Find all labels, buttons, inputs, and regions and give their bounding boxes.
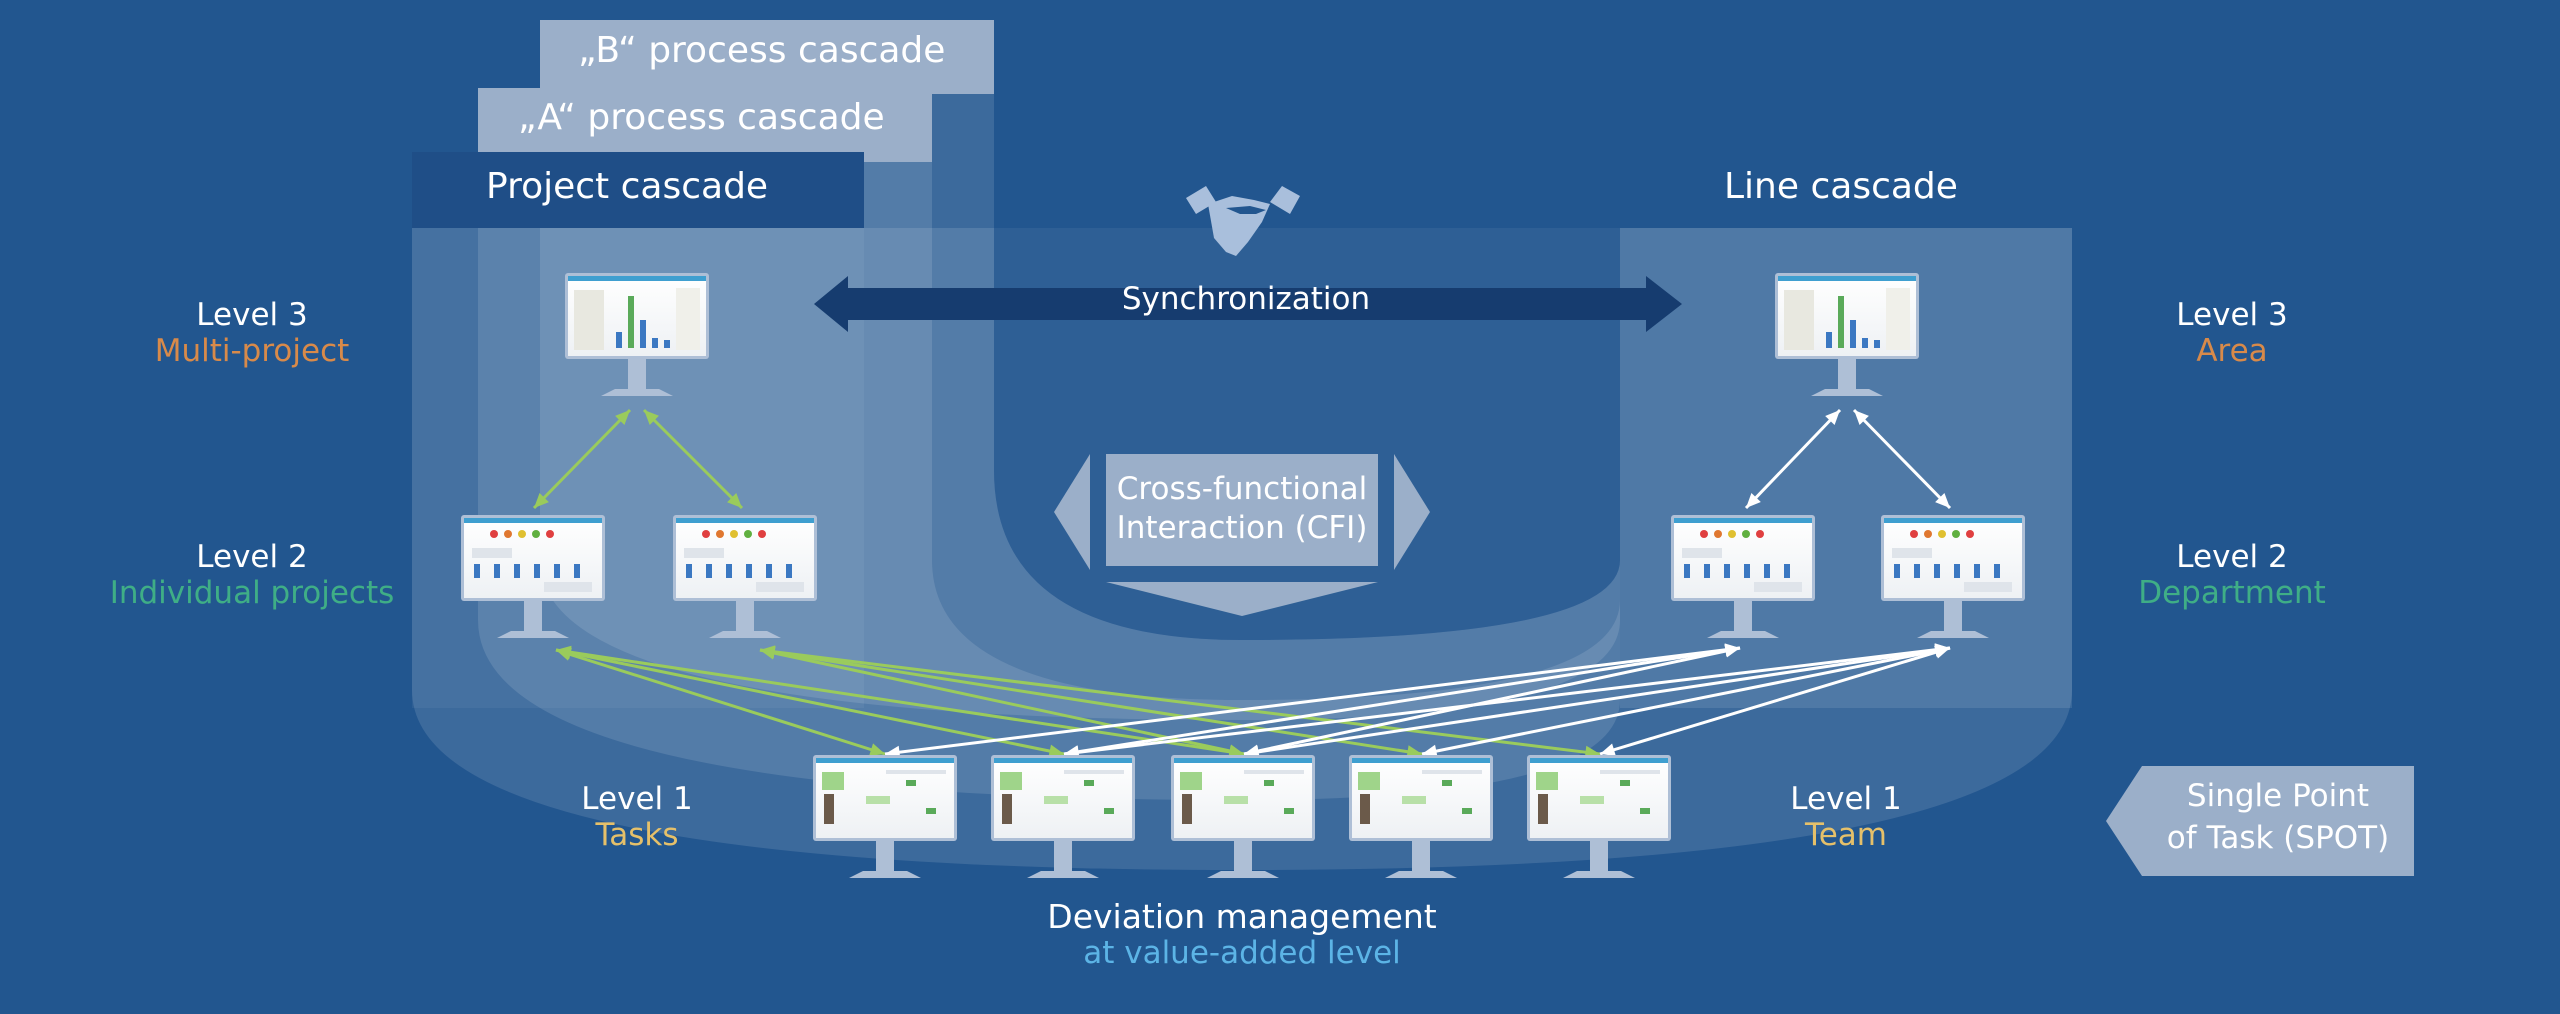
a-process-tab (478, 88, 932, 162)
handshake-icon (1186, 186, 1300, 256)
left-level-3-title: Level 3 (196, 297, 308, 333)
connector-lines (532, 408, 1952, 759)
monitor-icon (461, 515, 605, 638)
left-level-1-title: Level 1 (581, 781, 693, 817)
left-level-2-title: Level 2 (196, 539, 308, 575)
right-level-2-title: Level 2 (2176, 539, 2288, 575)
right-level-2-label: Department (2138, 574, 2326, 611)
monitor-icon (813, 755, 957, 878)
left-level-1-label: Tasks (595, 816, 679, 853)
monitor-icon (991, 755, 1135, 878)
deviation-title: Deviation management (1047, 897, 1437, 936)
deviation-subtitle: at value-added level (1083, 934, 1401, 971)
a-process-cascade-shape (478, 160, 1620, 800)
left-level-2-label: Individual projects (109, 574, 395, 611)
left-level-2: Level 2 Individual projects (109, 539, 395, 611)
synchronization-arrow (814, 276, 1682, 332)
right-level-3-label: Area (2196, 332, 2268, 369)
right-level-3: Level 3 Area (2176, 297, 2288, 369)
spot-box (2106, 766, 2414, 876)
monitor-icon (1171, 755, 1315, 878)
a-process-cascade-label: „A“ process cascade (518, 97, 885, 138)
monitor-icon (1527, 755, 1671, 878)
b-process-cascade-label: „B“ process cascade (578, 30, 946, 71)
project-l3-l2a-connector (532, 408, 632, 510)
right-level-1-title: Level 1 (1790, 781, 1902, 817)
line-l2-task-connector-1-4 (1599, 645, 1951, 757)
monitor-icon (1671, 515, 1815, 638)
left-level-3-label: Multi-project (154, 332, 350, 369)
cfi-label: Cross-functional Interaction (CFI) (1117, 470, 1368, 549)
monitor-icon (1881, 515, 2025, 638)
line-l2b-connector (1852, 408, 1952, 510)
right-level-1-label: Team (1805, 816, 1887, 853)
right-level-2: Level 2 Department (2138, 539, 2326, 611)
project-l3-l2b-connector (642, 408, 744, 510)
monitor-group (461, 273, 2025, 878)
b-process-tab (540, 20, 994, 94)
spot-label: Single Point of Task (SPOT) (2167, 776, 2389, 860)
deviation-management: Deviation management at value-added leve… (1047, 898, 1436, 972)
right-level-3-title: Level 3 (2176, 297, 2288, 333)
synchronization-label: Synchronization (1121, 281, 1371, 317)
line-l3-l2a-connector (1744, 408, 1842, 510)
cfi-label-line-2: Interaction (CFI) (1116, 510, 1368, 547)
spot-label-line-2: of Task (SPOT) (2166, 819, 2390, 856)
monitor-icon (673, 515, 817, 638)
left-level-1: Level 1 Tasks (581, 781, 693, 853)
cfi-panel (1054, 454, 1430, 616)
cfi-label-line-1: Cross-functional (1116, 471, 1368, 507)
line-cascade-label: Line cascade (1724, 166, 1958, 207)
monitor-icon (1775, 273, 1919, 396)
project-cascade-tab (412, 152, 864, 228)
project-cascade-label: Project cascade (486, 166, 769, 207)
monitor-icon (1349, 755, 1493, 878)
spot-label-line-1: Single Point (2186, 778, 2370, 814)
left-level-3: Level 3 Multi-project (154, 297, 350, 369)
right-level-1: Level 1 Team (1790, 781, 1902, 853)
monitor-icon (565, 273, 709, 396)
